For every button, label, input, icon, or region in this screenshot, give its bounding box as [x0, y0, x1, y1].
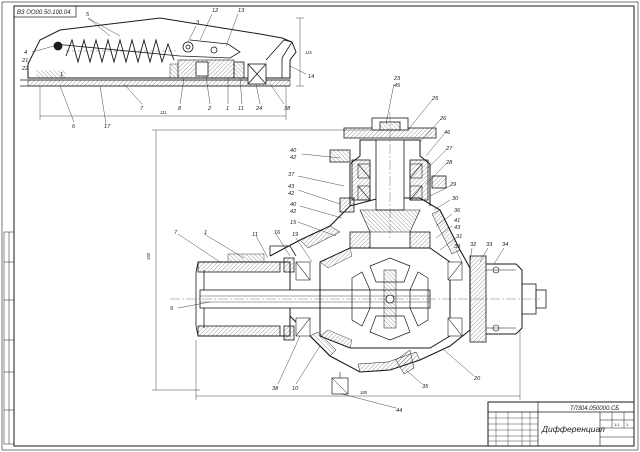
dim-160: 160 [146, 252, 151, 260]
callout-41: 41 [454, 218, 460, 224]
callout-7: 7 [140, 106, 144, 112]
callout-42-b: 42 [288, 191, 295, 197]
dim-115: 115 [305, 50, 312, 55]
top-stamp-text: ВЗ ОО00.50.100.04 [17, 10, 71, 16]
callout-40-a: 40 [290, 148, 297, 154]
callout-35: 35 [422, 384, 429, 390]
callout-39: 39 [454, 244, 460, 250]
callout-46: 46 [444, 130, 451, 136]
callout-44: 44 [396, 408, 402, 414]
top-stamp-box: ВЗ ОО00.50.100.04 [13, 5, 77, 18]
dim-185: 185 [360, 390, 368, 395]
callout-38-main: 38 [272, 386, 279, 392]
callout-33: 33 [486, 242, 493, 248]
upper-view [20, 13, 307, 125]
callout-1-right: 1 [226, 106, 229, 112]
callout-29: 29 [449, 182, 456, 188]
callout-42-a: 42 [290, 155, 297, 161]
callout-6: 6 [72, 124, 76, 130]
callout-12: 12 [212, 8, 219, 14]
callout-25: 25 [431, 96, 439, 102]
upper-view-labels: 5 12 13 3 4 21 22 1 7 8 2 1 11 24 38 14 … [21, 8, 314, 130]
main-view-labels: 23 45 25 26 46 27 28 40 42 37 43 42 40 4… [146, 76, 508, 414]
callout-37: 37 [288, 172, 295, 178]
callout-5: 5 [86, 12, 90, 18]
callout-21: 21 [21, 58, 28, 64]
callout-3: 3 [196, 20, 200, 26]
callout-31: 31 [456, 234, 462, 240]
callout-38: 38 [284, 106, 291, 112]
callout-13: 13 [238, 8, 245, 14]
callout-2: 2 [207, 106, 212, 112]
callout-26: 26 [439, 116, 447, 122]
callout-27: 27 [445, 146, 453, 152]
callout-1-left: 1 [60, 72, 63, 78]
callout-22: 22 [21, 66, 29, 72]
callout-24: 24 [255, 106, 262, 112]
callout-32: 32 [470, 242, 477, 248]
callout-43-a: 43 [288, 184, 295, 190]
title-block-scale: 1:1 [614, 422, 620, 427]
callout-17: 17 [104, 124, 111, 130]
callout-34: 34 [502, 242, 508, 248]
callout-9: 9 [170, 306, 173, 312]
spring [65, 38, 175, 64]
callout-1-main: 1 [204, 230, 207, 236]
title-block-sheet-no: 1 [626, 422, 629, 427]
callout-19: 19 [292, 232, 298, 238]
inner-frame [13, 5, 635, 447]
callout-16: 16 [274, 230, 281, 236]
callout-40-b: 40 [290, 202, 297, 208]
callout-11-main: 11 [252, 232, 258, 238]
callout-14: 14 [308, 74, 314, 80]
left-margin-strip [3, 231, 15, 445]
callout-4: 4 [24, 50, 27, 56]
callout-42-c: 42 [290, 209, 297, 215]
main-view [152, 83, 547, 409]
callout-28: 28 [445, 160, 453, 166]
title-block [487, 401, 635, 447]
callout-43-b: 43 [454, 225, 461, 231]
title-block-title: Дифференциал [541, 424, 605, 434]
callout-10: 10 [292, 386, 299, 392]
callout-20: 20 [473, 376, 481, 382]
callout-36: 36 [454, 208, 461, 214]
callout-8: 8 [178, 106, 182, 112]
title-block-doc-code: ТЛ304.050000.СБ [570, 406, 619, 412]
callout-30: 30 [452, 196, 459, 202]
callout-7-main: 7 [174, 230, 178, 236]
callout-23: 23 [393, 76, 401, 82]
callout-11: 11 [238, 106, 244, 112]
callout-45: 45 [394, 83, 401, 89]
dim-111: 111 [160, 110, 166, 115]
callout-15: 15 [290, 220, 297, 226]
